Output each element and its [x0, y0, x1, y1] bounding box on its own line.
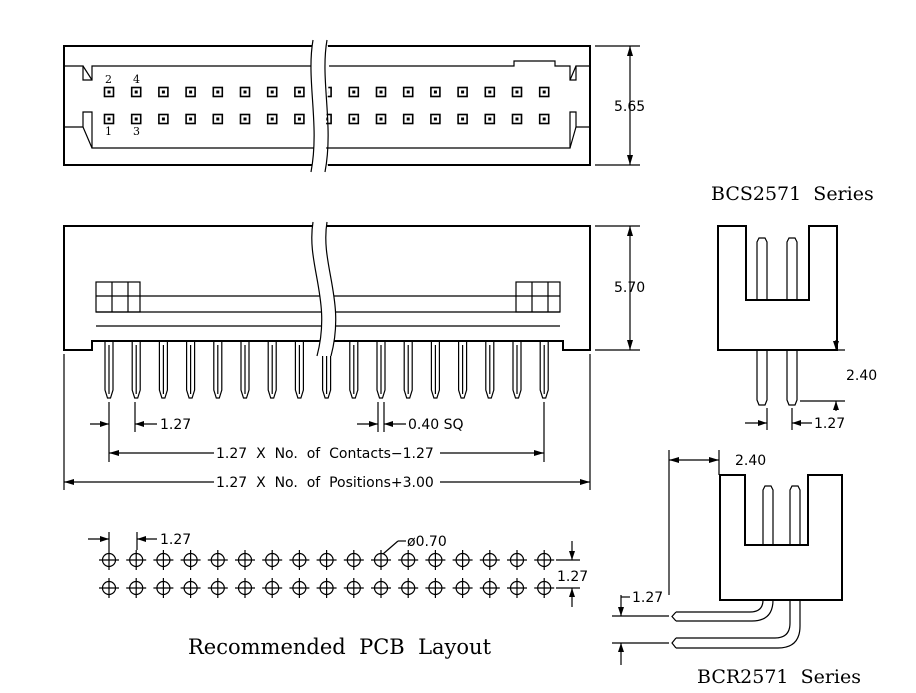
- top-pin-center: [216, 117, 220, 121]
- front-pin: [294, 341, 304, 399]
- top-view: 2 4 1 3 5.65: [63, 39, 645, 173]
- top-pin-center: [406, 90, 410, 94]
- pin-label-1: 1: [105, 125, 112, 138]
- top-pin-center: [488, 90, 492, 94]
- top-pin-center: [297, 117, 301, 121]
- top-pin-center: [161, 117, 165, 121]
- bcr-offset-dim: 2.40: [735, 453, 766, 469]
- front-height-dim: 5.70: [614, 280, 645, 296]
- pcb-layout-caption: Recommended PCB Layout: [188, 635, 492, 659]
- top-pin-center: [107, 117, 111, 121]
- bcs-pitch-dim: 1.27: [814, 416, 845, 432]
- top-pin-center: [243, 90, 247, 94]
- pin-label-2: 2: [105, 73, 112, 86]
- contacts-formula-dim: 1.27 X No. of Contacts−1.27: [216, 446, 434, 462]
- pin-label-3: 3: [133, 125, 140, 138]
- top-pin-center: [433, 90, 437, 94]
- front-pin: [458, 341, 468, 399]
- front-pin: [131, 341, 141, 399]
- pin-label-4: 4: [133, 73, 140, 86]
- top-pin-center: [270, 90, 274, 94]
- top-pin-center: [325, 117, 329, 121]
- front-pin: [267, 341, 277, 399]
- pcb-hole-dim: ø0.70: [407, 534, 447, 550]
- top-pin-center: [107, 90, 111, 94]
- top-height-dim: 5.65: [614, 99, 645, 115]
- front-pin: [539, 341, 549, 399]
- front-pin: [485, 341, 495, 399]
- top-pin-center: [352, 117, 356, 121]
- bcs-pin-length-dim: 2.40: [846, 368, 877, 384]
- pcb-row-dim: 1.27: [557, 569, 588, 585]
- front-view: 5.70 1.27 0.40 SQ 1.27 X No. of Contacts…: [63, 221, 645, 491]
- bcs-series-title: BCS2571 Series: [711, 183, 874, 205]
- front-pin: [322, 341, 332, 399]
- front-pin: [158, 341, 168, 399]
- top-pin-center: [515, 117, 519, 121]
- front-pin: [349, 341, 359, 399]
- top-pin-center: [161, 90, 165, 94]
- top-pin-center: [189, 90, 193, 94]
- pcb-hole-grid: [99, 550, 555, 598]
- front-pin: [403, 341, 413, 399]
- pcb-layout: 1.27 ø0.70 1.27 Recommended PCB Layout: [88, 532, 588, 659]
- pcb-pitch-dim: 1.27: [160, 532, 191, 548]
- top-pin-center: [542, 90, 546, 94]
- front-pin: [240, 341, 250, 399]
- top-pin-center: [542, 117, 546, 121]
- front-pin: [376, 341, 386, 399]
- top-pin-center: [406, 117, 410, 121]
- front-pin: [213, 341, 223, 399]
- top-pin-center: [433, 117, 437, 121]
- pin-size-dim: 0.40 SQ: [408, 417, 464, 433]
- top-pin-center: [352, 90, 356, 94]
- top-pin-center: [379, 90, 383, 94]
- front-pin: [430, 341, 440, 399]
- top-pin-center: [515, 90, 519, 94]
- bcs-series-view: BCS2571 Series 2.40 1.27: [711, 183, 877, 432]
- top-pin-center: [189, 117, 193, 121]
- top-pin-center: [379, 117, 383, 121]
- positions-formula-dim: 1.27 X No. of Positions+3.00: [216, 475, 434, 491]
- top-pin-center: [488, 117, 492, 121]
- front-view-pins: [104, 341, 549, 399]
- front-pin: [186, 341, 196, 399]
- top-pin-center: [243, 117, 247, 121]
- pin-pitch-dim: 1.27: [160, 417, 191, 433]
- front-pin: [104, 341, 114, 399]
- bcr-pitch-dim: 1.27: [632, 590, 663, 606]
- top-pin-center: [461, 117, 465, 121]
- top-pin-center: [461, 90, 465, 94]
- bcr-series-view: 2.40 1.27 BCR2571 Series: [612, 450, 861, 688]
- top-view-pin-grid: [103, 86, 550, 125]
- top-pin-center: [297, 90, 301, 94]
- front-pin: [512, 341, 522, 399]
- top-pin-center: [134, 90, 138, 94]
- top-pin-center: [270, 117, 274, 121]
- top-pin-center: [216, 90, 220, 94]
- bcr-series-title: BCR2571 Series: [697, 666, 861, 688]
- top-pin-center: [134, 117, 138, 121]
